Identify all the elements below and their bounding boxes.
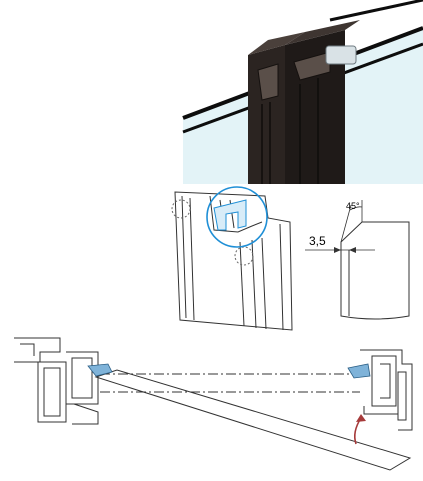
left-frame-section <box>14 337 99 425</box>
cross-section-drawing <box>14 337 413 471</box>
detail-circle-bottom <box>234 246 254 266</box>
cut-detail-drawing: 45° 3,5 <box>305 200 410 320</box>
profile-right-top <box>285 20 360 45</box>
profile-3d-render <box>182 0 423 184</box>
profile-left-top <box>248 32 305 55</box>
profile-line-drawing <box>171 191 293 331</box>
gasket-right <box>347 363 371 379</box>
dimension-label: 3,5 <box>309 234 326 248</box>
highlighted-detail <box>206 186 268 248</box>
gasket-left <box>87 363 113 377</box>
gasket-clip <box>325 45 357 65</box>
angle-arc <box>349 206 363 211</box>
angle-label: 45° <box>346 201 360 211</box>
detail-circle-left <box>171 199 191 219</box>
profile-groove-lines <box>261 78 319 184</box>
detail-highlight-ring <box>206 186 268 248</box>
angle-dim-line <box>340 204 352 243</box>
profile-left-face <box>248 45 285 184</box>
profile-channel-detail <box>257 51 331 101</box>
curved-arrow-icon <box>354 414 366 445</box>
cut-detail-outline <box>340 221 410 320</box>
width-dim-arrow-left <box>334 247 341 253</box>
right-frame-section <box>360 349 413 431</box>
glass-edge-upper <box>329 0 423 22</box>
width-dim-arrow-right <box>349 247 356 253</box>
highlighted-profile-part <box>213 199 247 231</box>
